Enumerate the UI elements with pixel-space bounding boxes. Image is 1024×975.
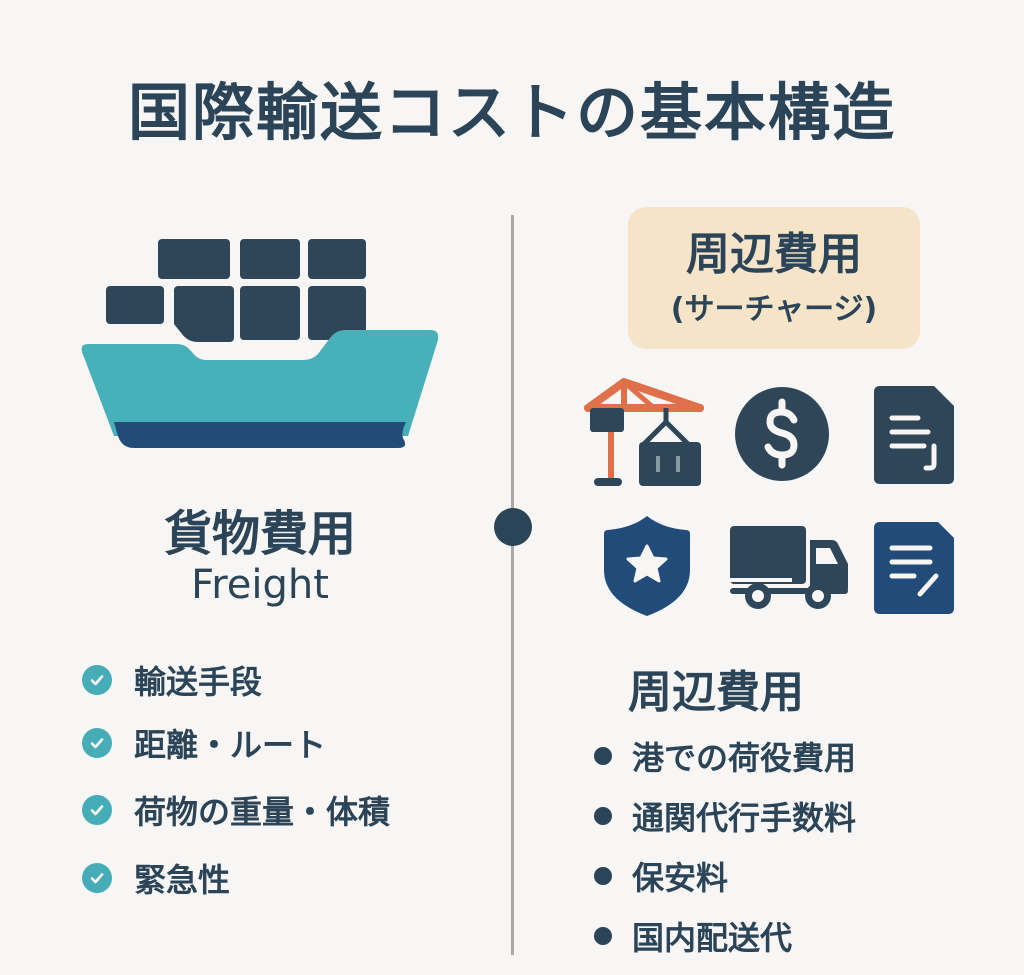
freight-factor-list: 輸送手段 距離・ルート 荷物の重量・体積 緊急性: [82, 648, 390, 909]
list-item-label: 港での荷役費用: [632, 739, 857, 777]
list-item: 国内配送代: [594, 906, 856, 966]
dollar-coin-icon: [735, 387, 829, 481]
surcharge-icon-grid: [584, 378, 964, 618]
list-item-label: 距離・ルート: [134, 725, 327, 764]
list-item: 距離・ルート: [82, 711, 390, 774]
check-circle-icon: [82, 727, 112, 758]
list-item-label: 保安料: [632, 859, 729, 897]
form-edit-icon: [874, 522, 954, 614]
container-ship-icon: [81, 239, 438, 448]
divider-node: [494, 508, 532, 546]
bullet-icon: [594, 927, 612, 945]
list-item: 輸送手段: [82, 648, 390, 711]
surcharge-heading: 周辺費用: [628, 667, 804, 718]
bullet-icon: [594, 867, 612, 885]
crane-container-icon: [584, 378, 704, 486]
badge-subtitle: (サーチャージ): [670, 292, 878, 327]
security-shield-icon: [604, 516, 690, 616]
list-item-label: 国内配送代: [632, 919, 793, 957]
surcharge-badge: 周辺費用 (サーチャージ): [628, 207, 920, 349]
list-item-label: 荷物の重量・体積: [134, 793, 391, 831]
freight-heading: 貨物費用: [163, 506, 356, 562]
bullet-icon: [594, 807, 612, 825]
list-item: 緊急性: [82, 846, 390, 909]
list-item: 保安料: [594, 846, 856, 906]
list-item-label: 通関代行手数料: [632, 799, 857, 837]
freight-subheading: Freight: [191, 562, 329, 608]
list-item: 通関代行手数料: [594, 786, 856, 846]
list-item: 荷物の重量・体積: [82, 774, 390, 846]
document-icon: [874, 386, 954, 484]
list-item-label: 輸送手段: [134, 662, 263, 701]
list-item-label: 緊急性: [134, 860, 231, 899]
check-circle-icon: [82, 795, 112, 825]
surcharge-list: 港での荷役費用 通関代行手数料 保安料 国内配送代: [594, 726, 856, 966]
badge-title: 周辺費用: [686, 229, 862, 280]
delivery-truck-icon: [730, 526, 848, 609]
check-circle-icon: [82, 664, 112, 695]
check-circle-icon: [82, 862, 112, 893]
list-item: 港での荷役費用: [594, 726, 856, 786]
bullet-icon: [594, 747, 612, 765]
center-divider: [511, 215, 514, 955]
page-title: 国際輸送コストの基本構造: [127, 76, 896, 149]
